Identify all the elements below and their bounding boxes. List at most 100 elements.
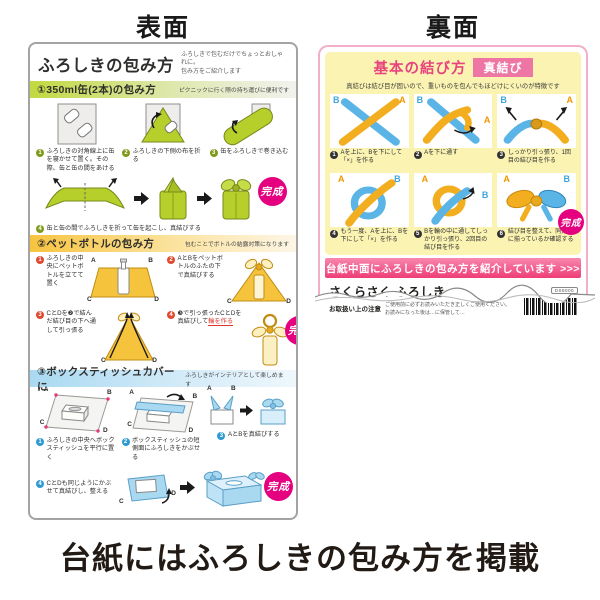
step-text: AとBを真結びする [227, 431, 280, 439]
step-number: 4 [167, 310, 175, 319]
step-text: CとDを❷で結んだ結び目の下へ通して引っ張る [46, 310, 97, 334]
step-text: CとDも同じようにかぶせて真結びし、整える [46, 479, 112, 495]
step-number: 2 [122, 148, 130, 157]
step-number: 3 [217, 431, 226, 440]
notice-label: お取扱い上の注意 [329, 306, 381, 314]
step-text: 缶と缶の間でふろしきを折って缶を起こし、真結びする [46, 224, 201, 232]
corner-label-b: B [192, 393, 198, 401]
cover-cd-illustration: C D [119, 467, 176, 509]
section2-note: 包むことでボトルの結露対策になります [184, 242, 289, 249]
corner-label-d: D [103, 427, 108, 435]
roll-cans-illustration [218, 101, 280, 147]
section1-heading: ①350ml缶(2本)の包み方 [37, 84, 156, 97]
end-label-a: A [338, 174, 345, 184]
corner-label-d: D [188, 427, 194, 435]
step-number: 2 [121, 437, 130, 446]
end-label-b: B [563, 174, 570, 184]
end-label-b: B [481, 190, 489, 200]
knot-step5-illustration: A B [413, 173, 493, 227]
step-text: ふろしきの中央にペットボトルを立てて置く [46, 255, 84, 287]
step-number: 4 [330, 229, 338, 238]
back-subtitle: 真結びは結び目が固いので、重いものを包んでもほどけにくいのが特徴です [346, 83, 560, 90]
end-label-a: A [566, 95, 573, 105]
step-number: 1 [36, 437, 44, 446]
folded-bundle-illustration [41, 177, 129, 221]
corner-label-b: B [148, 257, 153, 265]
step-text: ふろしきの下側の布を折る [132, 148, 201, 164]
complete-badge: 完成 [264, 471, 293, 501]
end-label-a: A [503, 174, 510, 184]
step-number: 1 [330, 150, 338, 159]
barcode-label: DS8000 [550, 287, 578, 295]
section3-note: ふろしきがインテリアとして楽しめます [185, 372, 284, 388]
corner-label-c: C [87, 296, 92, 304]
right-arrow-icon [240, 404, 253, 416]
knot-step2-illustration: B A [413, 94, 493, 148]
knot-panel: 基本の結び方 真結び 真結びは結び目が固いので、重いものを包んでもほどけにくいの… [325, 52, 584, 256]
complete-badge: 完成 [557, 209, 584, 235]
fold-cloth-illustration [132, 101, 194, 147]
tissue-on-cloth-illustration: A B C D [40, 386, 112, 436]
step-number: 4 [36, 480, 44, 489]
end-label-a: A [421, 174, 429, 184]
step-text: Aを下に通す [424, 150, 459, 156]
step-text: AとBをペットボトルのふたの下で真結びする [177, 255, 223, 279]
end-label-b: B [333, 95, 340, 105]
barcode-block: DS8000 [522, 279, 578, 316]
corner-label-a: A [207, 385, 212, 393]
cover-short-side-illustration: A B C D [127, 390, 197, 436]
knot-step1-illustration: B A [330, 94, 409, 148]
front-side-label: 表面 [135, 14, 190, 42]
knot-step4-illustration: A B [330, 173, 409, 227]
corner-label-a: A [43, 386, 49, 394]
back-title: 基本の結び方 [373, 61, 467, 77]
corner-label-c: C [119, 497, 124, 505]
pull-corners-illustration: C D [99, 310, 159, 366]
tie-ab-illustration: A B [207, 386, 290, 430]
corner-label-d: D [152, 357, 157, 365]
corner-label-a: A [91, 257, 96, 265]
step-number: 6 [497, 229, 506, 238]
end-label-a: A [483, 115, 491, 125]
tie-top-knot-illustration: C D [227, 255, 291, 307]
complete-badge: 完成 [285, 316, 296, 346]
notice-line1: ご使用前に必ずお読みいただき正しくご使用ください。 [385, 302, 511, 309]
barcode [524, 298, 578, 316]
cans-on-cloth-illustration [46, 101, 108, 147]
front-header: ふろしきの包み方 ふろしきで包むだけでちょっとおしゃれに。 包み方をご紹介します [30, 44, 296, 81]
right-arrow-icon [180, 481, 195, 495]
corner-label-c: C [127, 421, 132, 429]
corner-label-b: B [231, 385, 236, 393]
front-subtitle-line2: 包み方をご紹介します [181, 68, 242, 75]
torn-edge [315, 284, 595, 303]
finished-tissue-cover-illustration: 完成 [201, 466, 293, 510]
end-label-b: B [394, 174, 401, 184]
knot-step6-illustration: A B 完成 [497, 173, 584, 235]
notice-text: ご使用前に必ずお読みいただき正しくご使用ください。 お読みになった後は…に保管し… [385, 302, 510, 317]
back-card: 基本の結び方 真結び 真結びは結び目が固いので、重いものを包んでもほどけにくいの… [315, 45, 595, 316]
bottom-caption: 台紙にはふろしきの包み方を掲載 [60, 541, 540, 576]
step-number: 5 [413, 229, 422, 238]
step-number: 1 [36, 255, 44, 264]
section1-header-bar: ①350ml缶(2本)の包み方 ピクニックに行く際の持ち運びに便利です [30, 81, 296, 99]
end-label-b: B [416, 95, 424, 105]
corner-label-b: B [107, 389, 112, 397]
section3-heading: ③ボックスティッシュカバーに [37, 365, 175, 393]
corner-label-a: A [129, 389, 134, 397]
step-number: 3 [36, 310, 44, 319]
back-title-badge: 真結び [473, 58, 533, 77]
back-side-label: 裏面 [425, 14, 480, 42]
